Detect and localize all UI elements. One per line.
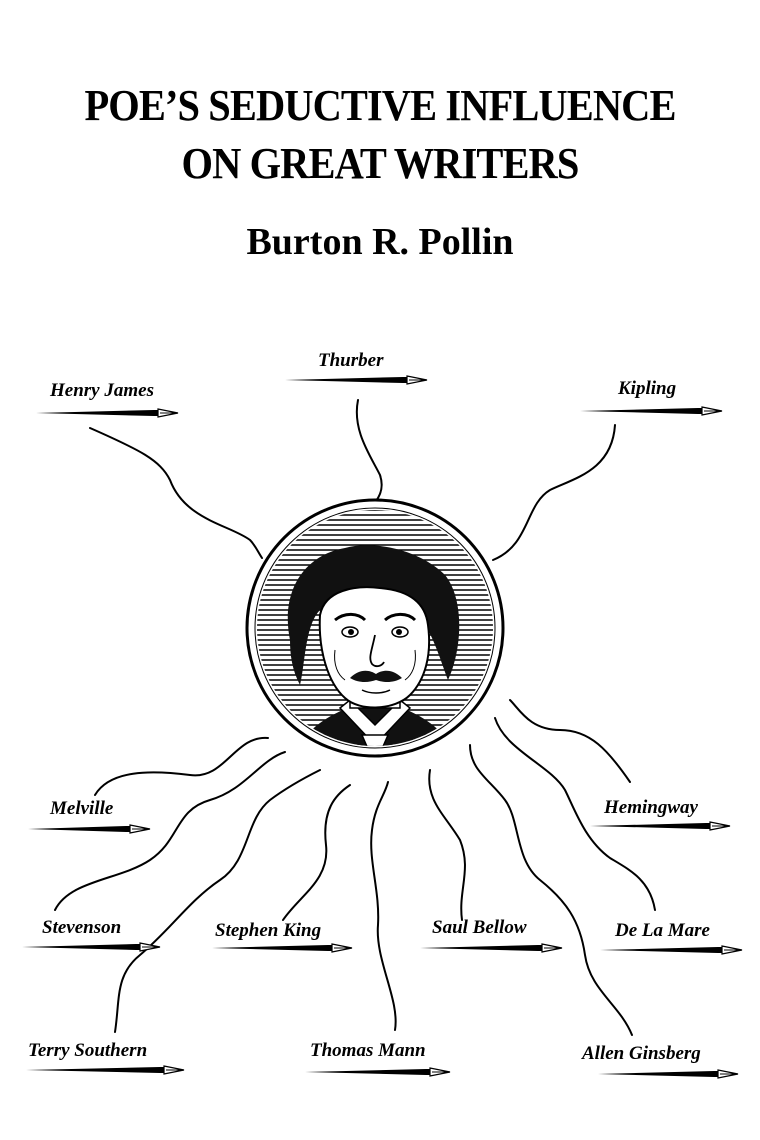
connector-line [282,784,351,921]
connector-line [54,751,286,911]
writer-thomas-mann: Thomas Mann [310,1040,426,1061]
connector-lines [54,399,656,1036]
pens [22,375,743,1079]
fountain-pen-icon [580,406,723,416]
author-name: Burton R. Pollin [246,221,514,263]
writer-stephen-king: Stephen King [215,920,322,941]
writer-thurber: Thurber [318,350,384,371]
poe-portrait-icon [245,498,505,758]
fountain-pen-icon [305,1067,451,1077]
fountain-pen-icon [598,1069,739,1079]
writer-terry-southern: Terry Southern [28,1040,148,1061]
fountain-pen-icon [600,945,743,955]
writer-allen-ginsberg: Allen Ginsberg [582,1043,701,1064]
connector-line [492,424,616,561]
fountain-pen-icon [590,821,731,831]
connector-line [509,699,631,783]
writer-de-la-mare: De La Mare [615,920,710,941]
connector-line [355,399,383,509]
writer-kipling: Kipling [618,378,677,399]
writer-hemingway: Hemingway [604,797,698,818]
connector-line [94,736,269,796]
writer-saul-bellow: Saul Bellow [432,917,527,938]
fountain-pen-icon [36,408,179,418]
connector-line [428,769,466,921]
fountain-pen-icon [28,824,151,834]
title-line-1: POE’S SEDUCTIVE INFLUENCE [84,81,676,130]
fountain-pen-icon [285,375,428,385]
connector-line [469,744,633,1036]
writer-melville: Melville [50,798,114,819]
connector-line [89,427,263,559]
fountain-pen-icon [212,943,353,953]
connector-line [494,717,656,911]
fountain-pen-icon [420,943,563,953]
fountain-pen-icon [22,942,161,952]
fountain-pen-icon [26,1065,185,1075]
writer-stevenson: Stevenson [42,917,122,938]
title-line-2: ON GREAT WRITERS [181,139,580,188]
connector-line [114,769,321,1033]
connector-line [370,781,397,1031]
writer-henry-james: Henry James [50,380,154,401]
